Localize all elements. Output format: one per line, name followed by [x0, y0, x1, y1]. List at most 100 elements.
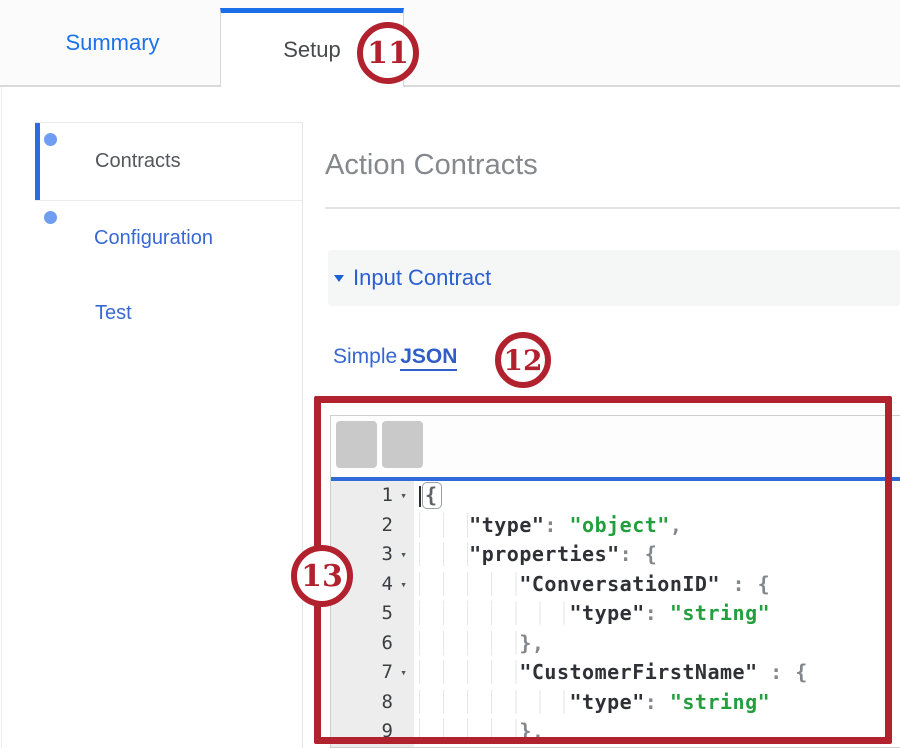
code-line[interactable]: 1▾{ [331, 481, 900, 511]
code-token-bracebox: { [422, 482, 442, 509]
indent-guides [419, 571, 520, 596]
code-line[interactable]: 5 "type": "string" [331, 599, 900, 629]
code-text: "CustomerFirstName" : { [414, 658, 808, 688]
code-line[interactable]: 2 "type": "object", [331, 510, 900, 541]
sidebar-divider [302, 122, 303, 748]
triangle-down-icon [334, 274, 344, 282]
indent-guides [419, 689, 570, 714]
line-number: 8 [381, 690, 393, 713]
code-line[interactable]: 9 }, [331, 717, 900, 747]
code-token-key: "type" [569, 601, 645, 625]
code-text: { [414, 481, 442, 511]
code-token-key: "type" [569, 689, 645, 714]
code-text: }, [414, 717, 544, 747]
code-token-key: "ConversationID" [519, 571, 720, 596]
code-line[interactable]: 3 ▾ "properties": { [331, 540, 900, 570]
fold-arrow-placeholder [393, 599, 414, 629]
fold-arrow-placeholder [393, 629, 414, 659]
indent-guides [419, 660, 520, 684]
code-text: }, [414, 629, 544, 659]
text-cursor [419, 486, 421, 507]
line-number: 2 [381, 513, 393, 536]
tab-bar: Summary [0, 0, 900, 87]
line-number: 3 [381, 543, 393, 565]
sidebar-item-contracts[interactable]: Contracts [35, 122, 302, 200]
sidebar-item-test[interactable]: Test [95, 302, 132, 324]
selected-indicator-bar [35, 123, 40, 200]
json-editor: 1▾{2 "type": "object",3▾ "properties": {… [330, 415, 900, 748]
code-token-punct: : { [619, 542, 658, 566]
code-line[interactable]: 4 ▾ "ConversationID" : { [331, 569, 900, 600]
editor-toolbar [331, 416, 900, 477]
code-token-key: "type" [469, 512, 545, 537]
line-number: 4 [381, 572, 393, 595]
page-title: Action Contracts [325, 149, 538, 181]
code-token-punct: , [669, 512, 683, 537]
json-mode-link[interactable]: JSON [400, 345, 458, 371]
sidebar-item-label: Contracts [95, 150, 181, 172]
code-line[interactable]: 6 }, [331, 628, 900, 659]
code-text: "type": "string" [414, 599, 770, 629]
line-gutter[interactable]: 7▾ [331, 658, 414, 688]
format-code-icon [346, 441, 368, 456]
code-text: "type": "object", [414, 511, 682, 541]
code-token-value: "string" [669, 601, 771, 625]
indent-guides [419, 542, 470, 566]
code-text: "type": "string" [414, 688, 770, 718]
code-token-punct: : [644, 601, 670, 625]
indent-guides [419, 630, 520, 655]
annotation-badge-13: 13 [291, 545, 353, 607]
fold-arrow-placeholder [393, 717, 414, 747]
bullet-dot-icon [44, 133, 57, 146]
code-area[interactable]: 1▾{2 "type": "object",3▾ "properties": {… [331, 481, 900, 747]
line-gutter[interactable]: 8 [331, 687, 414, 718]
code-token-value: "string" [669, 689, 771, 714]
fold-arrow-icon[interactable]: ▾ [400, 577, 407, 591]
indent-guides [419, 719, 520, 743]
line-gutter[interactable]: 5 [331, 599, 414, 629]
line-number: 6 [381, 631, 393, 654]
line-gutter[interactable]: 2 [331, 510, 414, 541]
code-token-key: "CustomerFirstName" [519, 660, 758, 684]
fold-arrow-icon[interactable]: ▾ [400, 489, 407, 502]
code-token-punct: : { [757, 660, 808, 684]
fold-arrow-icon[interactable]: ▾ [400, 666, 407, 679]
line-number: 9 [381, 720, 393, 742]
code-token-key: "properties" [469, 542, 620, 566]
tab-summary[interactable]: Summary [65, 29, 160, 55]
fold-arrow-icon[interactable]: ▾ [400, 548, 407, 561]
input-contract-section-header[interactable]: Input Contract [328, 250, 900, 306]
code-token-punct: : { [719, 571, 771, 596]
code-text: "ConversationID" : { [414, 570, 770, 600]
code-line[interactable]: 7▾ "CustomerFirstName" : { [331, 658, 900, 688]
input-contract-label: Input Contract [353, 265, 492, 290]
code-token-punct: }, [519, 719, 545, 743]
code-token-punct: }, [519, 630, 545, 655]
line-number: 5 [381, 602, 393, 624]
code-token-value: "object" [569, 512, 670, 537]
indent-guides [419, 512, 470, 537]
fold-arrow-placeholder [393, 511, 414, 541]
line-number: 1 [381, 484, 393, 506]
page-left-border [1, 87, 2, 748]
code-token-punct: : [644, 689, 670, 714]
align-left-icon [395, 441, 410, 456]
simple-mode-link[interactable]: Simple [333, 345, 398, 368]
sidebar-item-configuration[interactable]: Configuration [94, 227, 213, 249]
format-code-button[interactable] [336, 421, 377, 468]
sidebar-group: Configuration Test [35, 200, 302, 387]
line-gutter[interactable]: 6 [331, 628, 414, 659]
line-gutter[interactable]: 1▾ [331, 481, 414, 511]
line-gutter[interactable]: 9 [331, 717, 414, 747]
code-line[interactable]: 8 "type": "string" [331, 687, 900, 718]
bullet-dot-icon [44, 211, 57, 224]
annotation-badge-12: 12 [495, 332, 551, 388]
title-divider [325, 207, 900, 209]
fold-arrow-placeholder [393, 688, 414, 718]
compact-code-button[interactable] [382, 421, 423, 468]
code-text: "properties": { [414, 540, 657, 570]
code-token-punct: : [544, 512, 570, 537]
editor-accent-rule [331, 477, 900, 481]
